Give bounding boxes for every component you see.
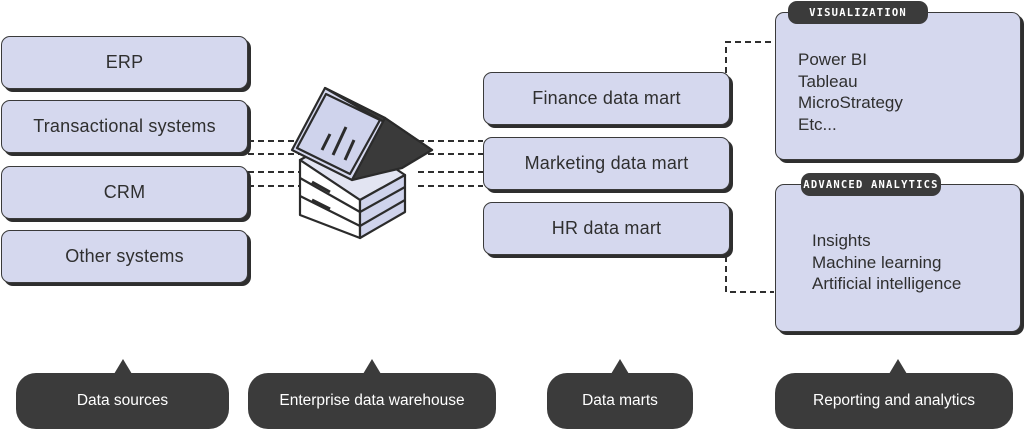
visualization-item: Etc... xyxy=(798,114,837,134)
source-label: CRM xyxy=(103,182,146,202)
warehouse-to-marts-connectors xyxy=(418,140,483,187)
footer-label: Data marts xyxy=(582,392,658,409)
footer-label: Data sources xyxy=(76,392,169,409)
advanced-analytics-item: Insights xyxy=(812,231,871,250)
visualization-list: Power BI Tableau MicroStrategy Etc... xyxy=(798,49,903,135)
mart-label: HR data mart xyxy=(551,218,662,238)
source-crm: CRM xyxy=(1,166,248,219)
footer-data-marts: Data marts xyxy=(547,373,693,429)
footer-reporting-and-analytics: Reporting and analytics xyxy=(775,373,1013,429)
visualization-tag: VISUALIZATION xyxy=(788,1,928,24)
source-label: Other systems xyxy=(65,246,184,266)
mart-label: Marketing data mart xyxy=(524,153,689,173)
advanced-analytics-tag: ADVANCED ANALYTICS xyxy=(801,173,941,196)
source-other-systems: Other systems xyxy=(1,230,248,283)
footer-pointer xyxy=(889,359,907,374)
warehouse-icon xyxy=(290,86,434,240)
footer-pointer xyxy=(611,359,629,374)
footer-data-sources: Data sources xyxy=(16,373,229,429)
visualization-item: Tableau xyxy=(798,71,858,91)
footer-pointer xyxy=(363,359,381,374)
footer-label: Enterprise data warehouse xyxy=(279,392,465,409)
mart-label: Finance data mart xyxy=(532,88,681,108)
source-label: Transactional systems xyxy=(33,116,216,136)
footer-pointer xyxy=(114,359,132,374)
source-transactional-systems: Transactional systems xyxy=(1,100,248,153)
visualization-item: MicroStrategy xyxy=(798,93,903,112)
footer-label: Reporting and analytics xyxy=(813,392,975,409)
marts-to-analytics-connectors xyxy=(725,41,774,293)
source-erp: ERP xyxy=(1,36,248,89)
mart-hr: HR data mart xyxy=(483,202,730,255)
mart-marketing: Marketing data mart xyxy=(483,137,730,190)
mart-finance: Finance data mart xyxy=(483,72,730,125)
footer-enterprise-data-warehouse: Enterprise data warehouse xyxy=(248,373,496,429)
advanced-analytics-item: Artificial intelligence xyxy=(812,274,962,293)
visualization-item: Power BI xyxy=(798,50,867,69)
advanced-analytics-list: Insights Machine learning Artificial int… xyxy=(812,230,961,295)
advanced-analytics-item: Machine learning xyxy=(812,252,942,272)
source-label: ERP xyxy=(105,52,144,72)
